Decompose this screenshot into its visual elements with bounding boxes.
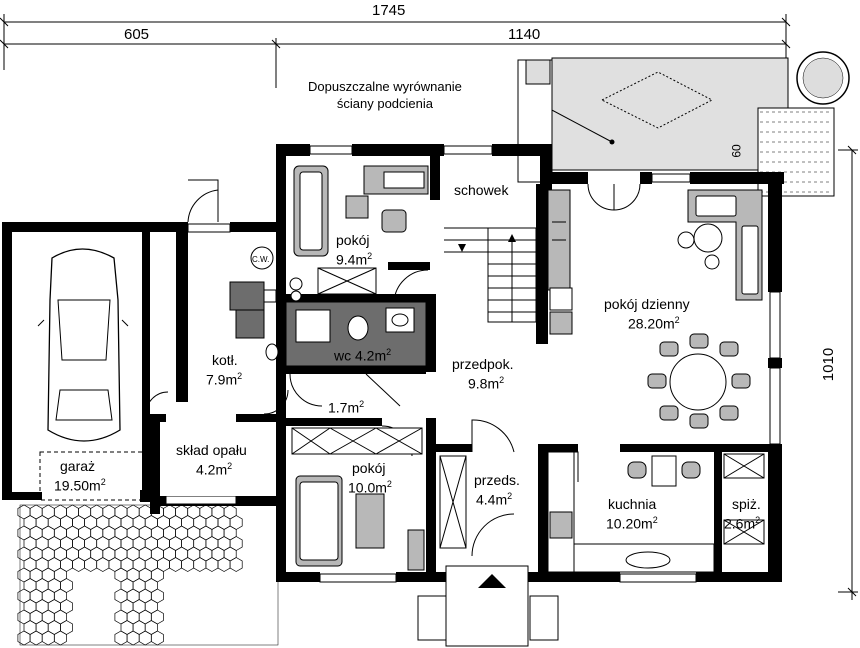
room-area: 4.4m2 <box>476 491 513 508</box>
dimension-right-width: 1140 <box>508 26 541 43</box>
room-label-pokoj-top: pokój 9.4m2 <box>336 232 372 268</box>
room-area: 2.6m2 <box>724 515 761 532</box>
note-text: Dopuszczalne wyrównanie ściany podcienia <box>308 78 462 112</box>
room-label-pantry: spiż. 2.6m2 <box>724 496 761 532</box>
entrance <box>417 565 559 647</box>
hot-water-label: C.W. <box>252 255 270 264</box>
room-name: kuchnia <box>608 496 657 512</box>
room-name: przedpok. <box>452 356 514 372</box>
room-name: schowek <box>454 182 509 198</box>
room-label-garage: garaż 19.50m2 <box>54 458 106 494</box>
room-label-schowek: schowek <box>454 182 508 198</box>
dimension-left-width: 605 <box>124 26 150 43</box>
room-label-boiler-room: kotł. 7.9m2 <box>206 352 242 388</box>
room-label-kitchen: kuchnia 10.20m2 <box>606 496 658 532</box>
room-name: przeds. <box>474 472 520 488</box>
windows <box>165 145 781 583</box>
dimension-porch-offset: 60 <box>729 144 744 158</box>
room-name: pokój <box>336 232 370 248</box>
room-label-hall: przedpok. 9.8m2 <box>452 356 513 392</box>
room-name: garaż <box>60 458 96 474</box>
room-area: 28.20m2 <box>627 315 680 332</box>
room-area: 19.50m2 <box>54 477 106 494</box>
furniture-boiler-room <box>229 246 303 361</box>
room-label-small-hall: 1.7m2 <box>328 399 365 416</box>
stairs <box>444 227 537 323</box>
paving-hex-pattern <box>17 504 243 646</box>
furniture-kitchen <box>547 451 765 573</box>
room-name: spiż. <box>732 496 761 512</box>
furniture-room-bottom <box>291 427 467 571</box>
room-area: 10.0m2 <box>348 479 392 496</box>
car-icon <box>37 248 129 442</box>
note-line-1: Dopuszczalne wyrównanie <box>308 79 462 94</box>
garage <box>2 222 184 502</box>
room-label-fuel-store: skład opału 4.2m2 <box>176 442 247 478</box>
room-name: pokój dzienny <box>604 296 690 312</box>
paving-tile <box>150 630 164 646</box>
paving-tile <box>53 630 67 646</box>
dimension-total-width: 1745 <box>372 2 406 19</box>
dimension-depth: 1010 <box>820 347 838 382</box>
room-label-wc: wc 4.2m2 <box>334 347 392 364</box>
room-area: 9.8m2 <box>468 375 505 392</box>
room-name: skład opału <box>176 442 247 458</box>
room-label-living-room: pokój dzienny 28.20m2 <box>604 296 690 332</box>
room-area: 10.20m2 <box>606 515 658 532</box>
room-label-vestibule: przeds. 4.4m2 <box>474 472 520 508</box>
room-area: 4.2m2 <box>196 461 233 478</box>
room-area: 7.9m2 <box>206 371 243 388</box>
furniture-wc <box>285 301 427 367</box>
furniture-living-room <box>547 189 763 429</box>
paving-pattern <box>19 504 279 646</box>
doors <box>145 179 641 557</box>
furniture-room-top <box>293 165 429 295</box>
note-line-2: ściany podcienia <box>336 96 434 111</box>
dimension-lines <box>0 14 858 600</box>
paving-tile <box>229 557 243 572</box>
room-name: kotł. <box>212 352 238 368</box>
room-label-pokoj-bottom: pokój 10.0m2 <box>348 460 392 496</box>
walls <box>150 144 784 582</box>
fuel-store <box>160 422 276 496</box>
room-name: pokój <box>352 460 386 476</box>
room-area: 9.4m2 <box>336 251 373 268</box>
